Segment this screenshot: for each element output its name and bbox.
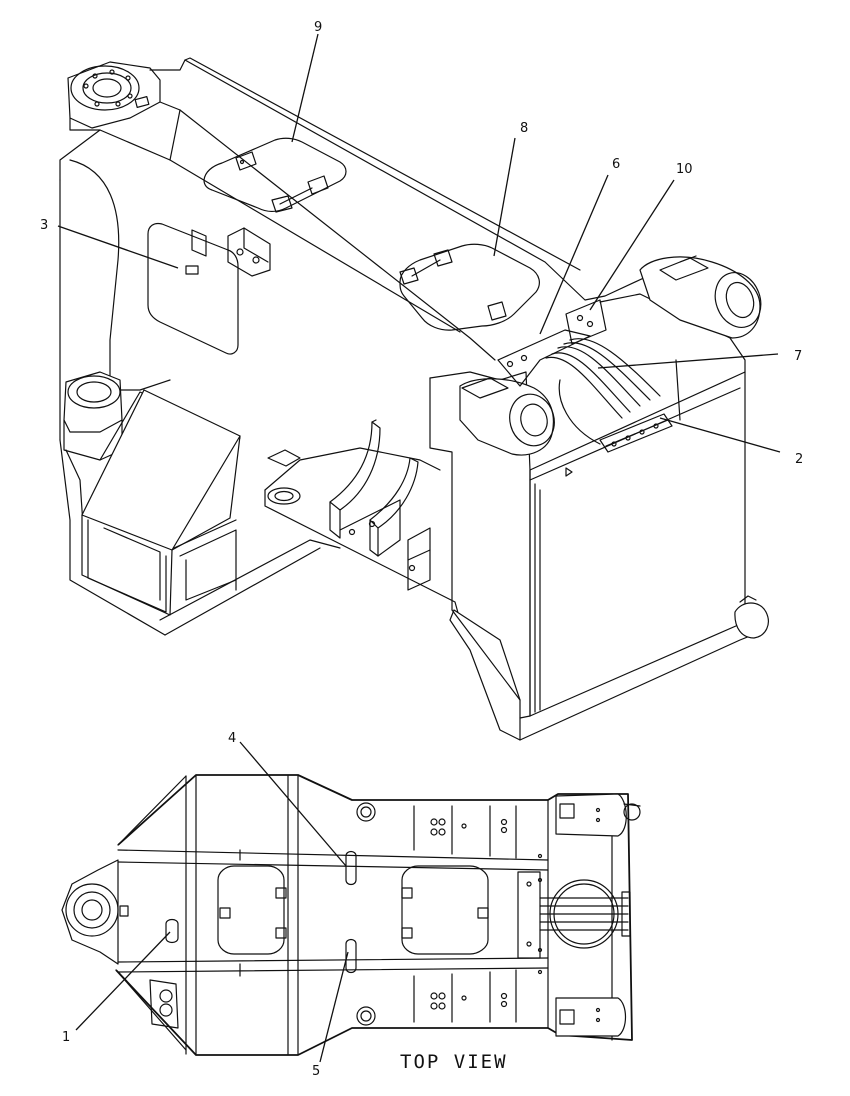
main-frame-top-plate xyxy=(59,57,649,361)
tube-bundle-item-7 xyxy=(497,299,681,453)
callout-4: 4 xyxy=(228,731,236,746)
callout-labels: 9 8 6 10 3 7 2 4 1 5 xyxy=(40,20,803,1079)
callout-1: 1 xyxy=(62,1030,70,1045)
top-view-title: TOP VIEW xyxy=(400,1051,508,1073)
isometric-view xyxy=(59,57,769,741)
right-upper-pivot-cylinder xyxy=(639,255,762,339)
curved-gussets xyxy=(329,419,431,591)
upper-left-pivot-boss xyxy=(67,61,161,129)
left-side-frame xyxy=(59,159,171,636)
callout-10: 10 xyxy=(676,162,693,177)
top-access-cover-item-8 xyxy=(399,243,540,331)
callout-6: 6 xyxy=(612,157,620,172)
callout-3: 3 xyxy=(40,218,48,233)
callout-2: 2 xyxy=(795,452,803,467)
mounting-bracket xyxy=(227,227,271,277)
callout-7: 7 xyxy=(794,349,802,364)
right-outboard-boss xyxy=(734,595,769,639)
callout-9: 9 xyxy=(314,20,322,35)
top-access-cover-item-9 xyxy=(203,137,347,213)
access-cover-item-3 xyxy=(147,222,239,355)
leader-lines xyxy=(57,33,781,1063)
right-box-section xyxy=(429,293,761,741)
front-mount-plate xyxy=(159,447,461,636)
right-lower-pivot-cylinder xyxy=(459,377,555,456)
callout-5: 5 xyxy=(312,1064,320,1079)
callout-8: 8 xyxy=(520,121,528,136)
top-view xyxy=(61,774,641,1056)
